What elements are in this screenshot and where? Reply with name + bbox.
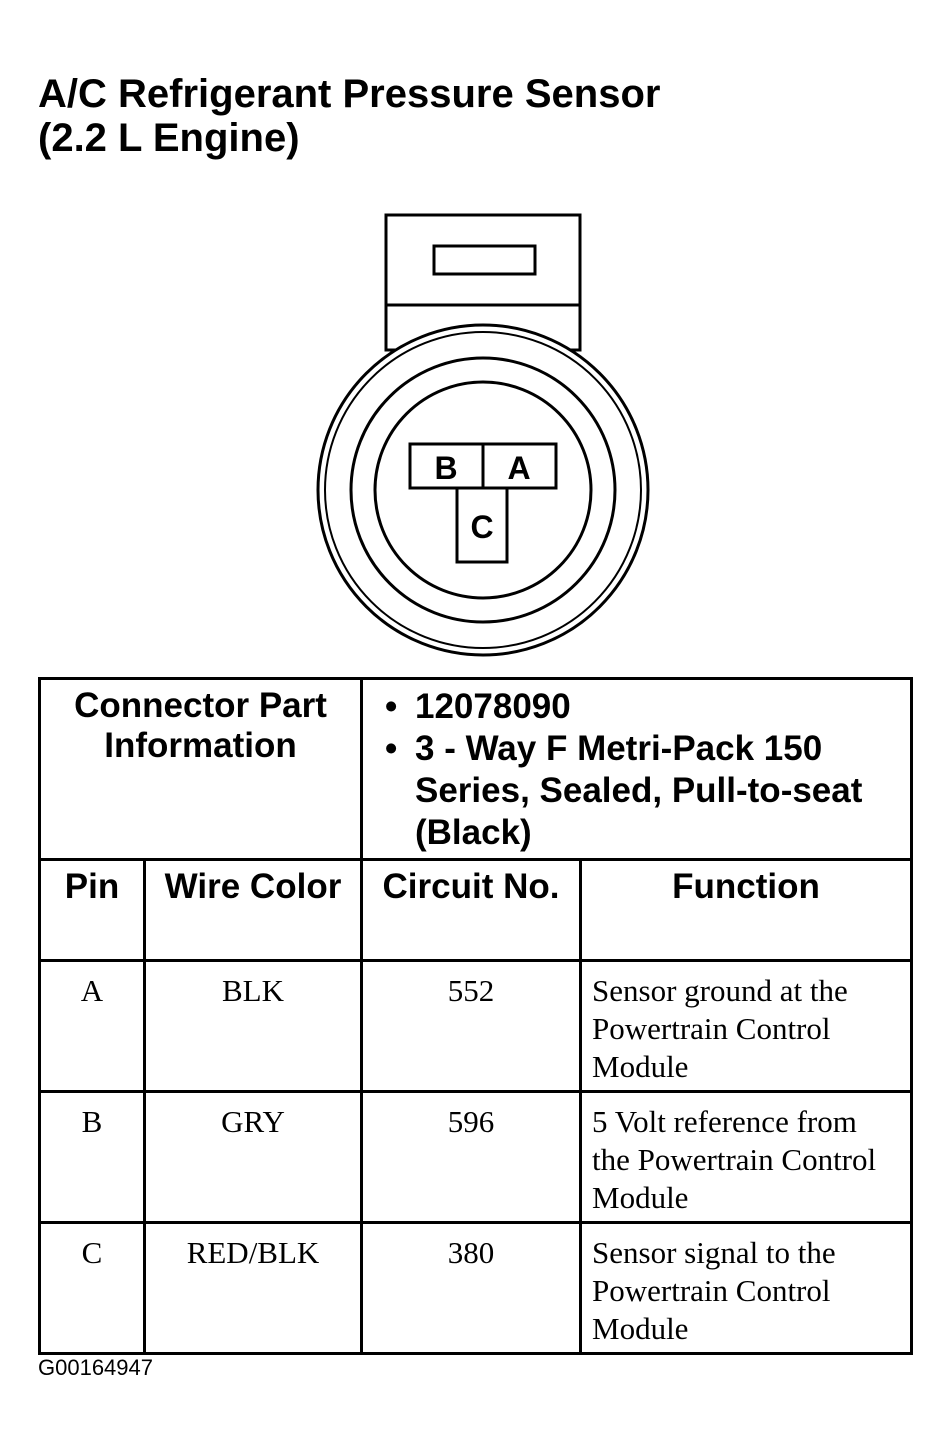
pin-cell: C	[38, 1221, 146, 1355]
pin-label-a: A	[507, 450, 530, 486]
connector-part-number-text: 12078090	[415, 687, 571, 726]
table-row: C RED/BLK 380 Sensor signal to the Power…	[38, 1221, 913, 1355]
circuit-cell: 596	[360, 1090, 582, 1224]
pin-label-c: C	[470, 509, 493, 545]
connector-info-details: • 12078090 • 3 - Way F Metri-Pack 150 Seri…	[360, 677, 913, 861]
connector-part-number: • 12078090	[385, 686, 910, 728]
header-circuit-no: Circuit No.	[360, 858, 582, 962]
table-row: B GRY 596 5 Volt reference from the Powe…	[38, 1090, 913, 1224]
connector-description: • 3 - Way F Metri-Pack 150 Series, Sealed…	[385, 728, 910, 854]
header-function: Function	[579, 858, 913, 962]
function-cell: 5 Volt reference from the Powertrain Con…	[579, 1090, 913, 1224]
wire-color-cell: GRY	[143, 1090, 363, 1224]
header-wire-color: Wire Color	[143, 858, 363, 962]
connector-pinout-table: Connector Part Information • 12078090 • 3 …	[38, 677, 913, 1355]
title-line-2: (2.2 L Engine)	[38, 116, 300, 160]
connector-face-diagram: B A C	[316, 213, 650, 657]
figure-id: G00164947	[38, 1355, 153, 1380]
connector-info-label: Connector Part Information	[38, 677, 363, 861]
terminal-cavity-c	[455, 486, 509, 564]
connector-info-row: Connector Part Information • 12078090 • 3 …	[38, 677, 913, 861]
function-cell: Sensor signal to the Powertrain Control …	[579, 1221, 913, 1355]
diagram-title: A/C Refrigerant Pressure Sensor (2.2 L E…	[38, 72, 660, 160]
bullet-icon: •	[385, 687, 398, 726]
connector-description-text: 3 - Way F Metri-Pack 150 Series, Sealed,…	[415, 729, 863, 852]
pin-label-b: B	[434, 450, 457, 486]
pin-cell: A	[38, 959, 146, 1093]
pin-cell: B	[38, 1090, 146, 1224]
lock-tab-slot	[432, 244, 537, 276]
title-line-1: A/C Refrigerant Pressure Sensor	[38, 72, 661, 116]
wire-color-cell: RED/BLK	[143, 1221, 363, 1355]
bullet-icon: •	[385, 729, 398, 768]
wire-color-cell: BLK	[143, 959, 363, 1093]
circuit-cell: 552	[360, 959, 582, 1093]
column-header-row: Pin Wire Color Circuit No. Function	[38, 858, 913, 962]
circuit-cell: 380	[360, 1221, 582, 1355]
connector-outer-ring-inner-edge	[324, 331, 642, 649]
function-cell: Sensor ground at the Powertrain Control …	[579, 959, 913, 1093]
header-pin: Pin	[38, 858, 146, 962]
table-row: A BLK 552 Sensor ground at the Powertrai…	[38, 959, 913, 1093]
